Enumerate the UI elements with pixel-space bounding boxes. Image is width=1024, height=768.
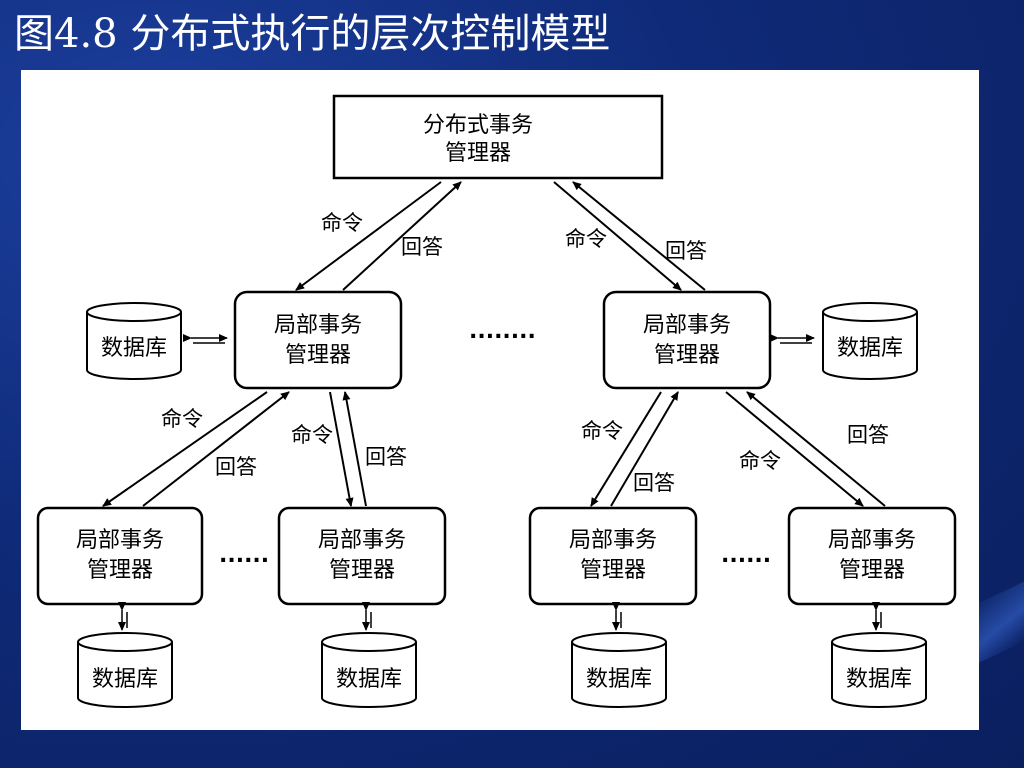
command-label: 命令 xyxy=(321,211,363,235)
reply-label: 回答 xyxy=(365,445,407,469)
ellipsis-bottom-left: ...... xyxy=(219,543,269,568)
database-cylinder-bottom-1: 数据库 xyxy=(77,632,173,708)
database-cylinder-mid-left: 数据库 xyxy=(86,302,182,380)
local-manager-box-bottom-3: 局部事务 管理器 xyxy=(528,506,698,606)
local-manager-box-bottom-1: 局部事务 管理器 xyxy=(36,506,204,606)
ellipsis-mid: ........ xyxy=(469,319,536,344)
db-link-arrow-bottom-4 xyxy=(872,602,882,631)
local-manager-label-line1: 局部事务 xyxy=(76,528,164,553)
distributed-manager-label-line1: 分布式事务 xyxy=(423,113,533,138)
local-manager-box-mid-right: 局部事务 管理器 xyxy=(602,290,772,390)
local-manager-label-line2: 管理器 xyxy=(87,558,153,583)
database-cylinder-bottom-4: 数据库 xyxy=(831,632,927,708)
command-arrow-top-to-mid-left xyxy=(295,181,442,291)
reply-label: 回答 xyxy=(215,455,257,479)
reply-label: 回答 xyxy=(665,239,707,263)
database-cylinder-mid-right: 数据库 xyxy=(822,302,918,380)
diagram-panel: 分布式事务 管理器 局部事务 管理器 局部事务 管理器 数据库 数据库 xyxy=(21,70,979,730)
local-manager-label-line1: 局部事务 xyxy=(274,313,362,338)
db-link-arrow-bottom-3 xyxy=(612,602,622,631)
local-manager-label-line1: 局部事务 xyxy=(643,313,731,338)
reply-arrow-bottom-1-to-mid-left xyxy=(142,391,290,507)
db-link-arrow-mid-left xyxy=(183,334,228,344)
command-arrow-mid-left-to-bottom-1 xyxy=(102,391,268,507)
command-arrow-mid-right-to-bottom-3 xyxy=(590,391,662,507)
local-manager-box-mid-left: 局部事务 管理器 xyxy=(233,290,403,390)
database-label: 数据库 xyxy=(101,336,167,361)
database-cylinder-bottom-2: 数据库 xyxy=(321,632,417,708)
local-manager-label-line2: 管理器 xyxy=(285,343,351,368)
local-manager-label-line2: 管理器 xyxy=(654,343,720,368)
command-label: 命令 xyxy=(291,423,333,447)
database-cylinder-bottom-3: 数据库 xyxy=(571,632,667,708)
command-arrow-top-to-mid-right xyxy=(553,181,682,291)
command-label: 命令 xyxy=(161,407,203,431)
reply-label: 回答 xyxy=(633,471,675,495)
database-label: 数据库 xyxy=(336,667,402,692)
local-manager-label-line2: 管理器 xyxy=(580,558,646,583)
db-link-arrow-bottom-2 xyxy=(362,602,372,631)
reply-arrow-bottom-4-to-mid-right xyxy=(746,391,886,507)
local-manager-box-bottom-4: 局部事务 管理器 xyxy=(787,506,957,606)
db-link-arrow-mid-right xyxy=(770,334,815,344)
reply-arrow-bottom-3-to-mid-right xyxy=(610,391,679,507)
local-manager-label-line1: 局部事务 xyxy=(318,528,406,553)
local-manager-label-line2: 管理器 xyxy=(329,558,395,583)
command-arrow-mid-left-to-bottom-2 xyxy=(329,391,354,507)
distributed-manager-label-line2: 管理器 xyxy=(445,141,511,166)
command-label: 命令 xyxy=(565,227,607,251)
ellipsis-bottom-right: ...... xyxy=(721,543,771,568)
command-label: 命令 xyxy=(581,419,623,443)
hierarchy-diagram: 分布式事务 管理器 局部事务 管理器 局部事务 管理器 数据库 数据库 xyxy=(36,94,957,708)
reply-label: 回答 xyxy=(401,235,443,259)
command-label: 命令 xyxy=(739,449,781,473)
database-label: 数据库 xyxy=(586,667,652,692)
db-link-arrow-bottom-1 xyxy=(118,602,128,631)
reply-arrow-mid-right-to-top xyxy=(572,181,706,291)
command-arrow-mid-right-to-bottom-4 xyxy=(725,391,864,507)
local-manager-label-line1: 局部事务 xyxy=(569,528,657,553)
local-manager-label-line1: 局部事务 xyxy=(828,528,916,553)
slide-title: 图4.8 分布式执行的层次控制模型 xyxy=(14,11,611,57)
reply-arrow-bottom-2-to-mid-left xyxy=(342,391,367,507)
local-manager-box-bottom-2: 局部事务 管理器 xyxy=(277,506,447,606)
reply-label: 回答 xyxy=(847,423,889,447)
database-label: 数据库 xyxy=(846,667,912,692)
database-label: 数据库 xyxy=(837,336,903,361)
reply-arrow-mid-left-to-top xyxy=(342,181,462,291)
local-manager-label-line2: 管理器 xyxy=(839,558,905,583)
database-label: 数据库 xyxy=(92,667,158,692)
distributed-transaction-manager-box: 分布式事务 管理器 xyxy=(332,94,664,180)
